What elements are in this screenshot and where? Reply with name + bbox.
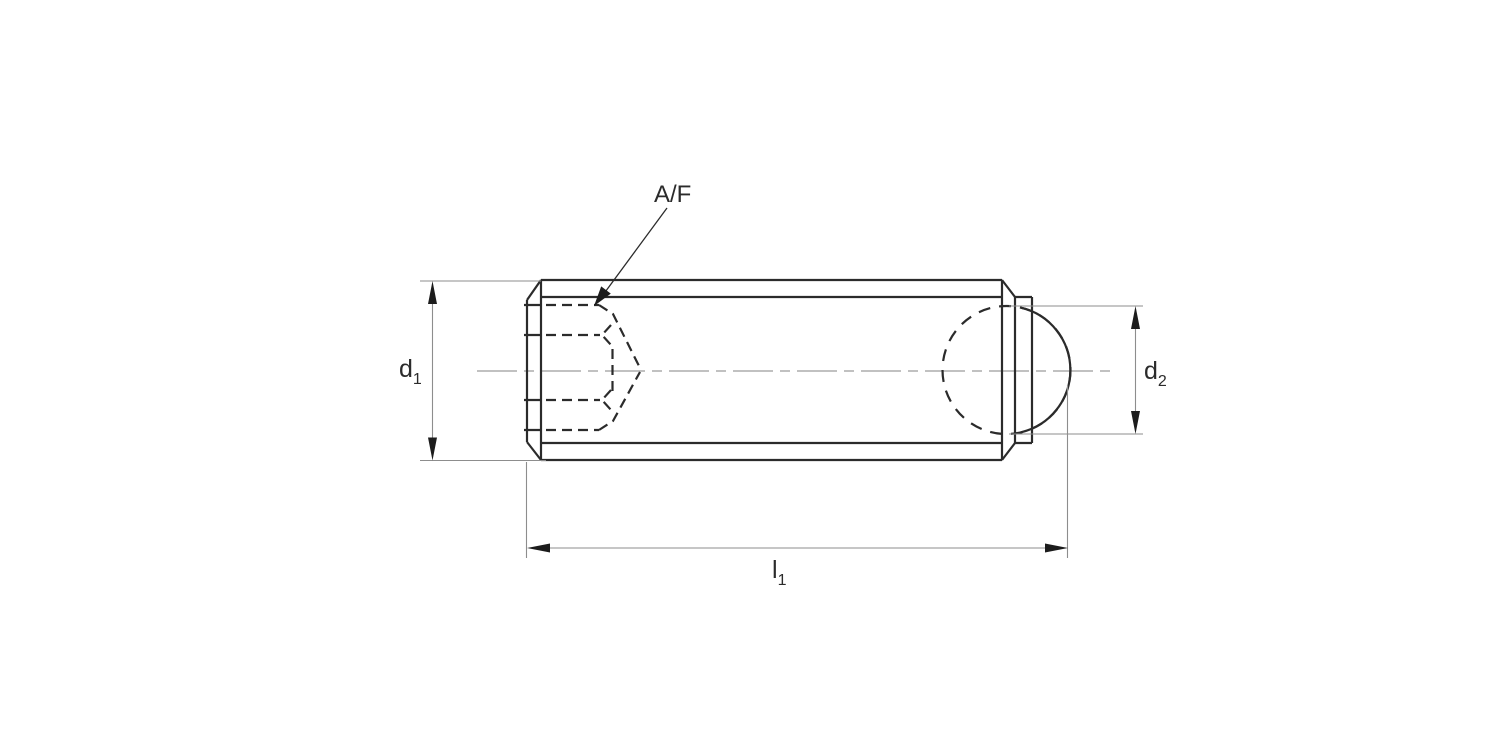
label-d2: d2 [1144,357,1167,390]
ball-visible-arc [1020,306,1072,434]
label-d1-base: d [399,355,413,383]
d1-dimension: d1 [399,280,546,462]
hex-socket-hidden-lines [546,303,641,432]
label-d1: d1 [399,355,422,388]
left-chamfer-edges [526,279,542,461]
screw-body-outline [524,278,1016,462]
l1-dimension-lines [525,385,1069,558]
af-leader-arrowhead [594,286,611,306]
left-face-thread-ticks [524,303,541,432]
d2-dimension-lines [1009,305,1143,435]
socket-inner-hidden-lines [546,333,600,402]
label-l1-base: l [772,556,778,584]
d2-dimension: d2 [1009,305,1167,435]
thread-root-lines [541,295,1002,445]
af-callout: A/F [594,181,691,306]
d1-dimension-lines [420,280,546,462]
socket-flat-chevrons [600,324,612,411]
ball-land-edges [1013,295,1034,445]
l1-dimension: l1 [525,385,1069,589]
label-l1-sub: 1 [778,572,787,589]
ball-end [941,295,1072,445]
af-leader-line [599,207,668,300]
label-d1-sub: 1 [413,371,422,388]
label-d2-base: d [1144,357,1158,385]
label-l1: l1 [772,556,787,589]
socket-outer-hidden-lines [546,303,599,432]
socket-cone-hidden-lines [598,304,641,431]
right-chamfer-edges [1001,279,1016,461]
label-af: A/F [654,181,691,208]
label-d2-sub: 2 [1158,373,1167,390]
